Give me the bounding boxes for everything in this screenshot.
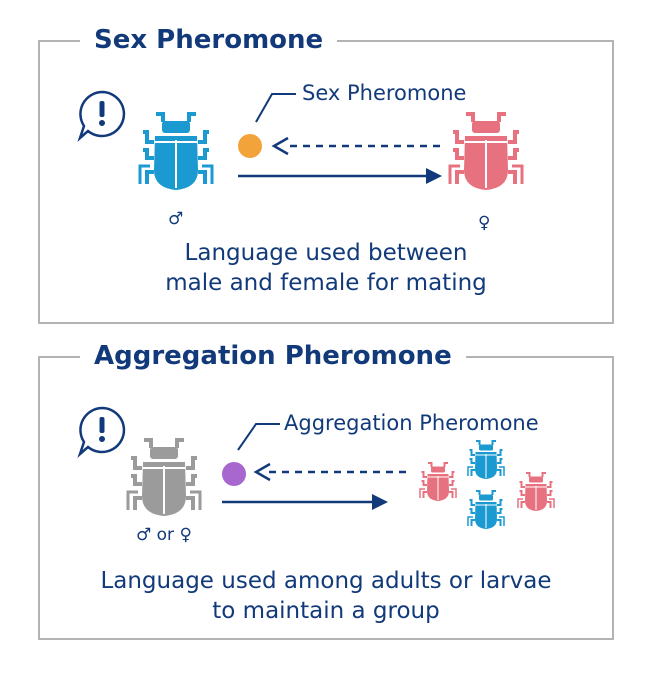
female-beetle-icon bbox=[448, 112, 524, 192]
caption-line-1: Language used between bbox=[184, 240, 468, 266]
group-beetle-female-1-icon bbox=[419, 462, 457, 502]
aggregation-pheromone-caption: Language used among adults or larvae to … bbox=[40, 566, 612, 626]
solid-arrowhead bbox=[426, 168, 442, 184]
sex-pheromone-diagram: ♂ Sex Pheromone ♀ bbox=[78, 81, 524, 233]
caption-line-2: male and female for mating bbox=[165, 270, 487, 296]
caption-line-2: to maintain a group bbox=[212, 598, 440, 624]
group-beetle-male-2-icon bbox=[467, 490, 505, 530]
label-leader-line bbox=[237, 423, 280, 451]
exclamation-bubble-icon bbox=[78, 406, 126, 456]
sex-pheromone-caption: Language used between male and female fo… bbox=[40, 238, 612, 298]
solid-arrowhead bbox=[372, 494, 388, 510]
sex-pheromone-label: Sex Pheromone bbox=[302, 81, 466, 105]
aggregation-pheromone-dot bbox=[222, 462, 246, 486]
exclamation-bubble-icon bbox=[78, 90, 126, 140]
dashed-arrowhead bbox=[253, 462, 271, 482]
sex-pheromone-title: Sex Pheromone bbox=[80, 25, 338, 55]
sex-pheromone-panel: Sex Pheromone ♂ Sex Pheromone ♀ Language… bbox=[38, 25, 614, 324]
aggregation-pheromone-label: Aggregation Pheromone bbox=[284, 411, 539, 435]
group-beetle-male-1-icon bbox=[467, 440, 505, 480]
male-symbol: ♂ bbox=[168, 209, 183, 229]
aggregation-pheromone-title: Aggregation Pheromone bbox=[80, 341, 466, 371]
caption-line-1: Language used among adults or larvae bbox=[100, 568, 552, 594]
group-beetle-female-2-icon bbox=[517, 472, 555, 512]
dashed-arrowhead bbox=[271, 136, 289, 156]
label-leader-line bbox=[255, 93, 296, 123]
sender-symbol: ♂ or ♀ bbox=[136, 525, 192, 545]
neutral-beetle-icon bbox=[126, 438, 202, 518]
male-beetle-icon bbox=[138, 112, 214, 192]
female-symbol: ♀ bbox=[478, 213, 490, 233]
sex-pheromone-dot bbox=[238, 134, 262, 158]
aggregation-pheromone-panel: Aggregation Pheromone ♂ or ♀ Aggregation… bbox=[38, 341, 614, 640]
aggregation-pheromone-diagram: ♂ or ♀ Aggregation Pheromone bbox=[78, 406, 555, 545]
